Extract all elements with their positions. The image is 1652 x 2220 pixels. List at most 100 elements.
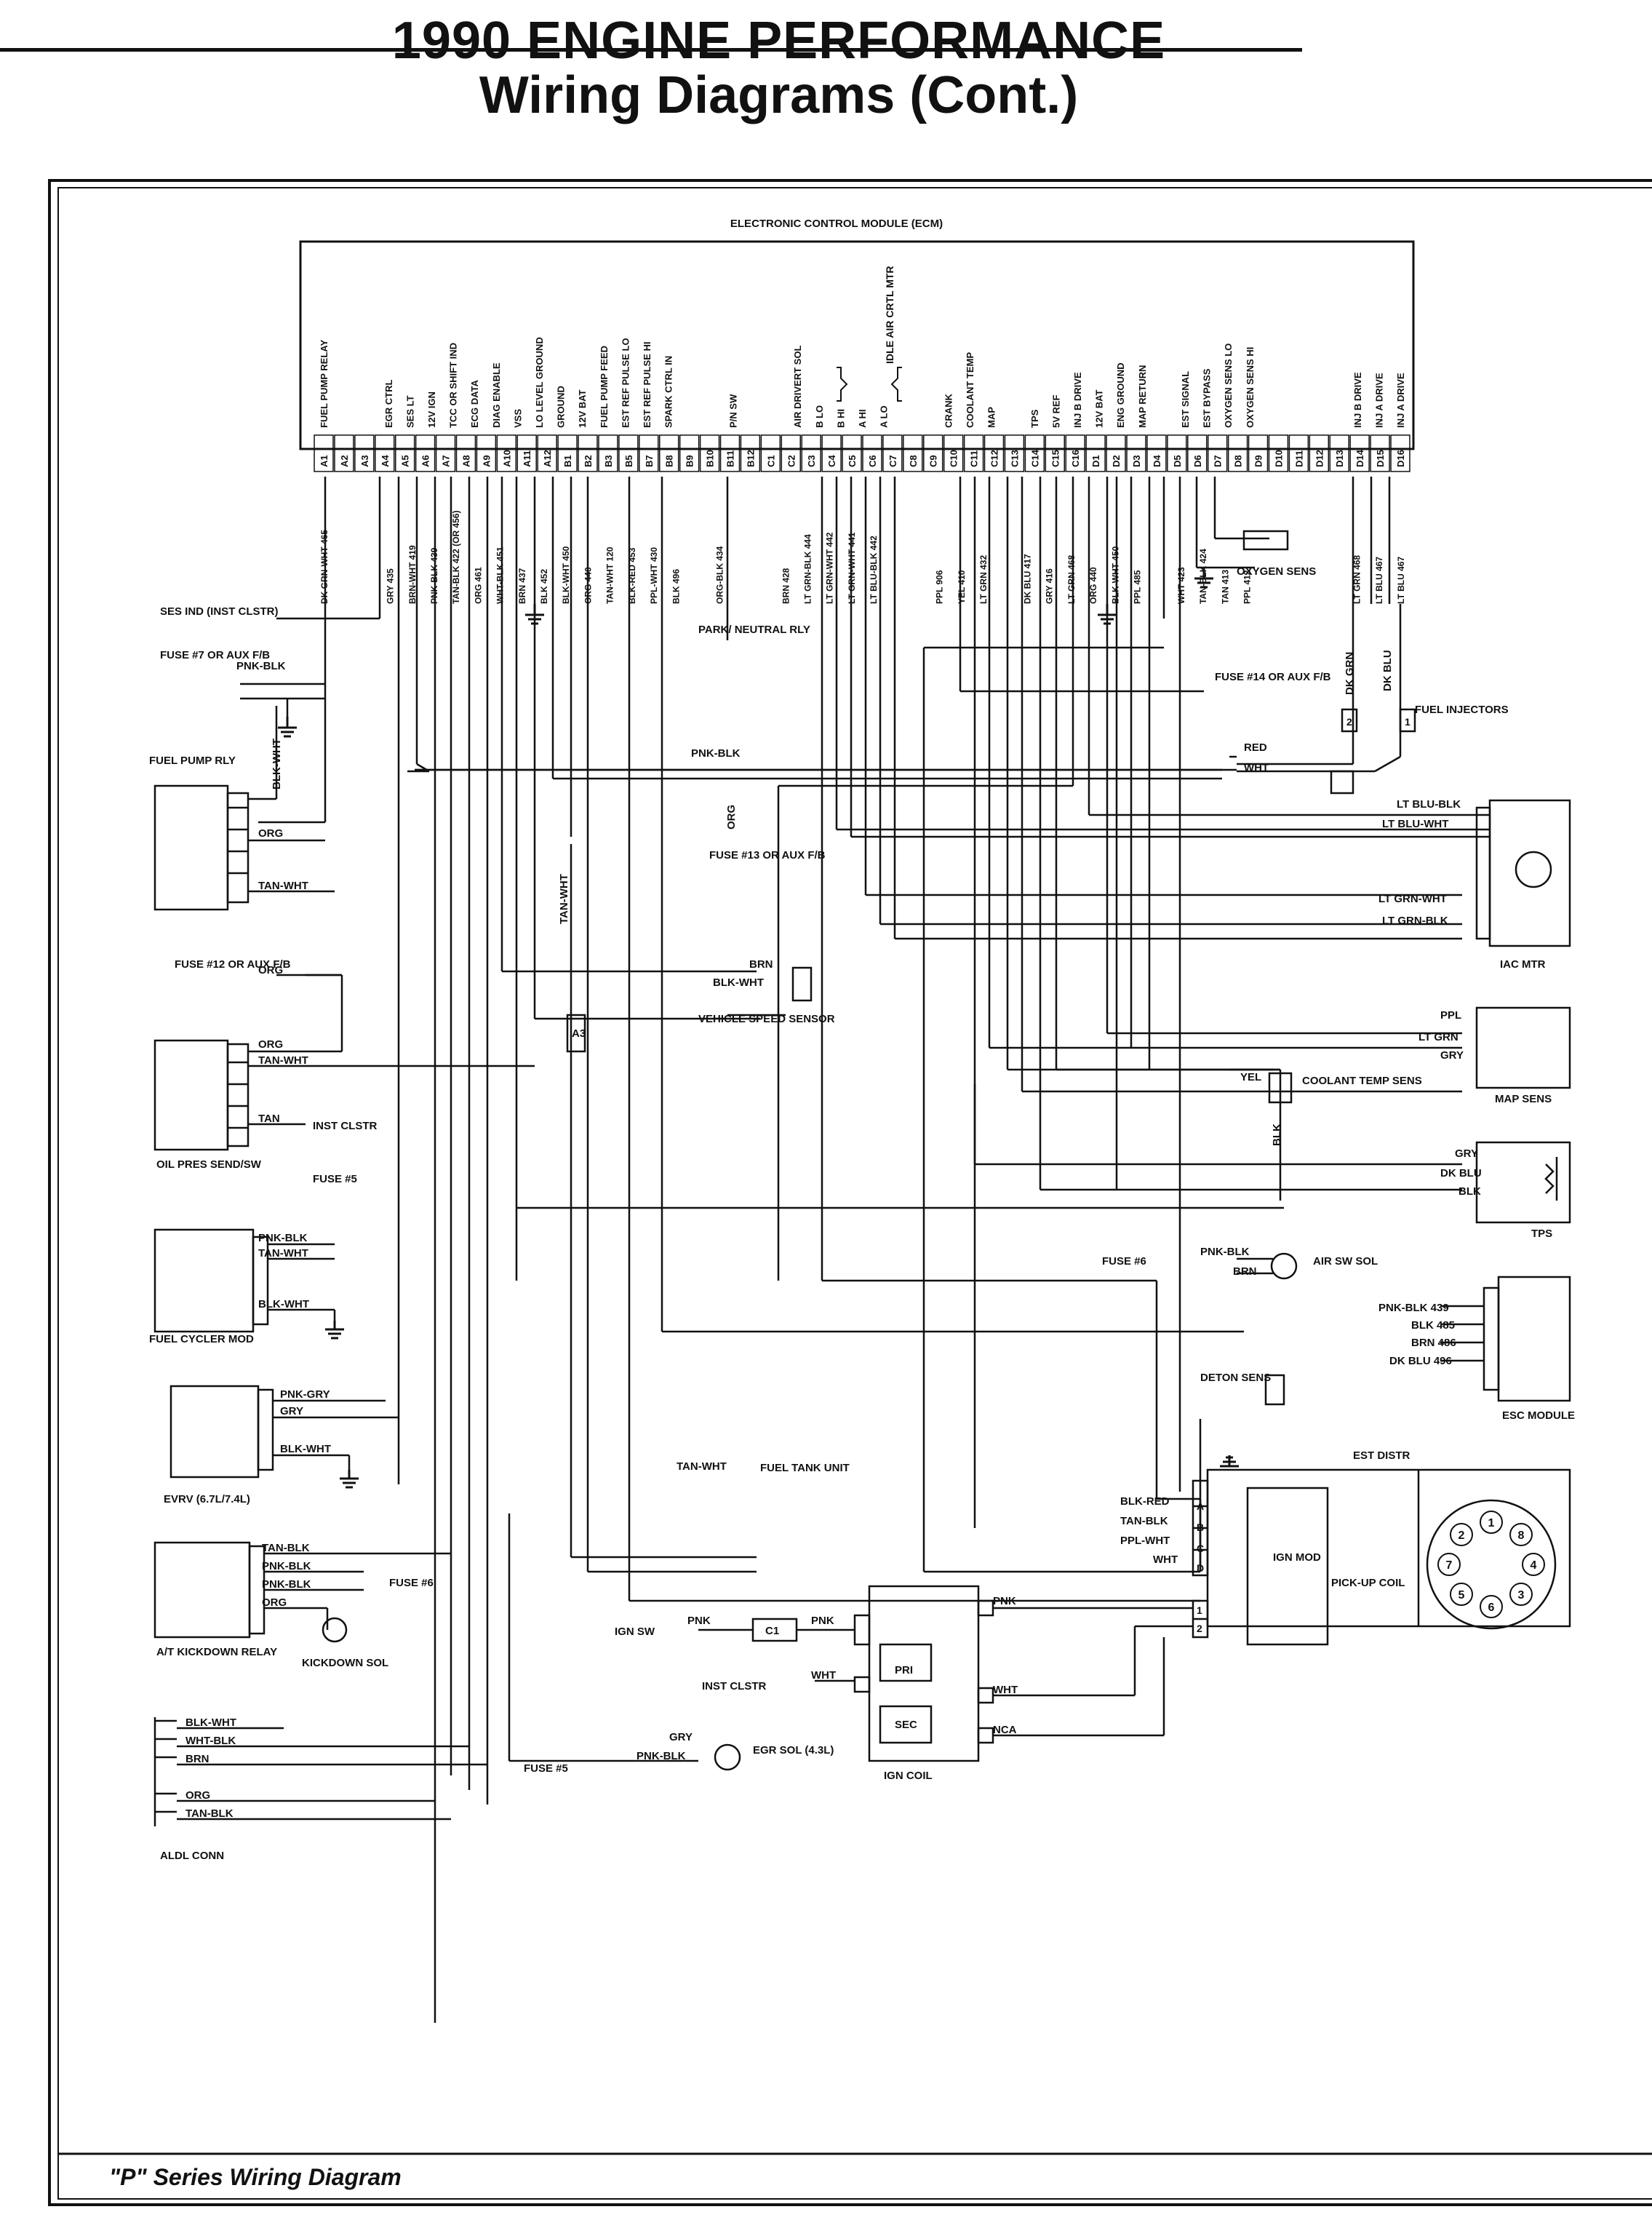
ecm-pin-label: C4	[826, 455, 837, 467]
wire-label: TAN-BLK	[262, 1542, 310, 1554]
ecm-pin-label: C10	[949, 450, 959, 467]
footer-caption: "P" Series Wiring Diagram	[109, 2164, 402, 2190]
ecm-pin-cell	[354, 434, 375, 472]
wire-label: PNK-BLK	[236, 660, 286, 672]
distributor-terminal	[1509, 1583, 1533, 1607]
ecm-pin-cell	[659, 434, 679, 472]
ecm-function-label: 12V BAT	[577, 389, 588, 428]
ecm-wire-label: LT GRN-BLK 444	[802, 534, 813, 604]
ecm-pin-label: C15	[1050, 450, 1061, 467]
wire-label: BLK 485	[1411, 1319, 1455, 1332]
ground-symbols	[278, 568, 1239, 1489]
ecm-pin-cell	[1106, 434, 1126, 472]
ecm-function-label: INJ B DRIVE	[1072, 372, 1083, 428]
ecm-pin-cell	[394, 434, 415, 472]
fuse7-label: FUSE #7 OR AUX F/B	[160, 649, 270, 661]
ecm-pin-label: A7	[441, 455, 452, 467]
ecm-pin-cell	[1227, 434, 1248, 472]
ecm-pin-label: B3	[603, 455, 614, 467]
ecm-pin-cell	[781, 434, 801, 472]
distributor-terminal-label: 4	[1531, 1559, 1537, 1572]
wire-label: PNK-BLK	[637, 1750, 686, 1762]
wire-label: BRN 486	[1411, 1337, 1456, 1349]
fuel-tank-unit-label: FUEL TANK UNIT	[760, 1462, 850, 1474]
ecm-pin-cell	[557, 434, 578, 472]
ecm-pin-label: D10	[1273, 450, 1284, 467]
ecm-function-label: EGR CTRL	[383, 380, 394, 429]
at-kickdown-label: A/T KICKDOWN RELAY	[156, 1646, 277, 1658]
fuel-pump-rly-label: FUEL PUMP RLY	[149, 755, 236, 767]
esc-module-box	[1497, 1276, 1571, 1402]
ecm-pin-cell	[1288, 434, 1309, 472]
wire-label: LT GRN-WHT	[1378, 893, 1447, 905]
ecm-function-label: CRANK	[943, 393, 954, 428]
fuse13-label: FUSE #13 OR AUX F/B	[709, 849, 826, 862]
wire-label: LT GRN	[1418, 1031, 1459, 1043]
wire-label: BLK-RED	[1120, 1495, 1170, 1508]
distributor-terminal	[1522, 1553, 1545, 1576]
ecm-pin-label: B11	[725, 450, 735, 467]
distributor-terminal-label: 5	[1459, 1589, 1465, 1602]
pin-marker: 2	[1197, 1623, 1202, 1634]
ecm-pin-label: C2	[786, 455, 797, 467]
ecm-wire-label: PPL-WHT 430	[649, 547, 659, 604]
ecm-wire-label: TAN-WHT 120	[605, 546, 615, 604]
wire-label: ORG	[262, 1596, 287, 1609]
wire-label: BLK-WHT	[185, 1716, 236, 1729]
ecm-function-label: INJ B DRIVE	[1352, 372, 1363, 428]
ecm-function-label: ENG GROUND	[1115, 362, 1126, 428]
ecm-function-label: INJ A DRIVE	[1395, 373, 1406, 428]
ecm-pin-cell	[537, 434, 557, 472]
ecm-pin-label: B10	[705, 450, 716, 467]
ecm-wire-label: LT BLU 467	[1374, 557, 1384, 604]
ecm-pin-cell	[334, 434, 354, 472]
wire-label: PNK	[811, 1615, 834, 1627]
ecm-wire-label: TAN-BLK 422 (OR 456)	[451, 511, 461, 604]
ecm-function-label: 5V REF	[1050, 394, 1061, 428]
wire-label: ORG	[258, 964, 283, 976]
ecm-pin-cell	[314, 434, 334, 472]
wire-label: TAN-WHT	[258, 880, 308, 892]
ecm-pin-label: D4	[1152, 455, 1162, 467]
wire-label: BLK	[1459, 1185, 1481, 1198]
ecm-pin-cell	[903, 434, 923, 472]
map-sens-box	[1475, 1006, 1571, 1089]
wire-label: TAN-BLK	[185, 1807, 234, 1820]
wire-label: LT GRN-BLK	[1382, 915, 1448, 927]
ecm-pin-label: D14	[1354, 449, 1365, 467]
ecm-function-label: EST SIGNAL	[1180, 371, 1191, 428]
ign-mod-box	[1246, 1487, 1329, 1646]
fuse12-label: FUSE #12 OR AUX F/B	[175, 958, 291, 971]
distributor-terminal	[1449, 1522, 1473, 1546]
ecm-wire-label: ORG 440	[1088, 567, 1098, 604]
ecm-pin-label: C14	[1029, 449, 1040, 467]
ecm-pin-label: D13	[1334, 450, 1345, 467]
ecm-pin-label: C1	[765, 455, 776, 467]
ecm-function-label: COOLANT TEMP	[965, 352, 975, 428]
ecm-pin-cell	[618, 434, 639, 472]
ecm-pin-cell	[1065, 434, 1085, 472]
egr-sol-label: EGR SOL (4.3L)	[753, 1744, 834, 1756]
esc-module-label: ESC MODULE	[1502, 1409, 1575, 1422]
ign-coil-label: IGN COIL	[884, 1770, 933, 1782]
ecm-pin-label: D16	[1395, 450, 1406, 467]
ecm-pin-cell	[476, 434, 497, 472]
distributor-terminal	[1437, 1553, 1461, 1576]
ecm-function-label: A LO	[879, 405, 890, 428]
wire-label: PNK	[687, 1615, 711, 1627]
ign-sw-label: IGN SW	[615, 1626, 655, 1638]
ecm-function-label: ECG DATA	[469, 379, 480, 428]
kickdown-sol-label: KICKDOWN SOL	[302, 1657, 388, 1669]
ecm-pin-label: C12	[989, 450, 1000, 467]
ecm-wire-label: BLK-WHT 450	[561, 546, 571, 604]
wire-label: TAN-WHT	[258, 1247, 308, 1260]
ecm-pin-label: A9	[481, 455, 492, 467]
wire-label: PNK-BLK	[262, 1560, 311, 1572]
ecm-function-label: 12V BAT	[1094, 389, 1105, 428]
ecm-pin-cell	[1146, 434, 1167, 472]
ecm-wire-label: LT GRN-WHT 442	[825, 532, 835, 604]
ecm-wire-label: BLK 496	[671, 569, 681, 604]
ecm-wire-label: BLK-WHT 450	[1110, 546, 1120, 604]
